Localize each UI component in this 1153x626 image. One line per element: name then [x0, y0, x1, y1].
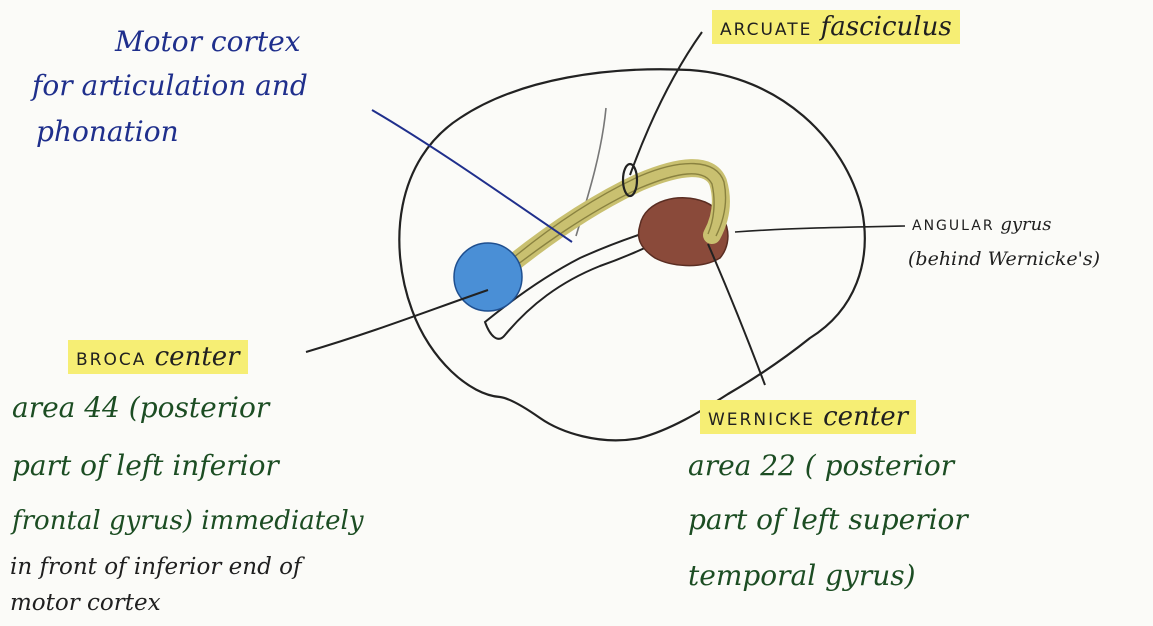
- motor-cortex-label-3: phonation: [36, 118, 179, 146]
- broca-desc-line-4: in front of inferior end of: [10, 554, 302, 580]
- motor-cortex-label: Motor cortex: [115, 28, 300, 56]
- wernicke-word-1: WERNICKE: [708, 410, 815, 430]
- broca-desc-5: motor cortex: [10, 592, 161, 615]
- wernicke-label: WERNICKE center: [700, 400, 916, 434]
- broca-desc-1: area 44 (posterior: [12, 394, 269, 422]
- arcuate-pointer: [630, 32, 702, 175]
- angular-label: ANGULAR gyrus: [912, 216, 1051, 234]
- broca-word-1: BROCA: [76, 350, 146, 370]
- arcuate-word-1: ARCUATE: [720, 20, 812, 40]
- broca-desc-3: frontal gyrus) immediately: [12, 508, 364, 534]
- angular-pointer: [735, 226, 905, 232]
- broca-desc-line-5: motor cortex: [10, 590, 161, 616]
- broca-desc-2: part of left inferior: [12, 452, 279, 480]
- wernicke-desc-line-1: area 22 ( posterior: [688, 449, 954, 482]
- wernicke-desc-1: area 22 ( posterior: [688, 452, 954, 480]
- motor-cortex-line-2: for articulation and: [32, 69, 308, 102]
- angular-line-2: (behind Wernicke's): [908, 248, 1100, 270]
- angular-label-2: (behind Wernicke's): [908, 250, 1100, 269]
- wernicke-desc-2: part of left superior: [688, 506, 968, 534]
- broca-word-2: center: [155, 342, 240, 372]
- motor-cortex-label-2: for articulation and: [32, 72, 308, 100]
- motor-cortex-pointer: [372, 110, 572, 242]
- broca-area: [454, 243, 522, 311]
- broca-desc-4: in front of inferior end of: [10, 556, 302, 579]
- arcuate-word-2: fasciculus: [821, 12, 952, 42]
- wernicke-desc-3: temporal gyrus): [688, 562, 916, 590]
- broca-desc-line-1: area 44 (posterior: [12, 391, 269, 424]
- wernicke-word-2: center: [823, 402, 908, 432]
- arcuate-label: ARCUATE fasciculus: [712, 10, 960, 44]
- broca-desc-line-3: frontal gyrus) immediately: [12, 506, 364, 536]
- wernicke-desc-line-2: part of left superior: [688, 503, 968, 536]
- broca-label: BROCA center: [68, 340, 248, 374]
- broca-pointer: [306, 290, 488, 352]
- wernicke-desc-line-3: temporal gyrus): [688, 559, 916, 592]
- motor-cortex-line-1: Motor cortex: [115, 25, 300, 58]
- angular-word-1: ANGULAR: [912, 218, 995, 234]
- motor-cortex-line-3: phonation: [36, 115, 179, 148]
- wernicke-pointer: [708, 244, 765, 385]
- broca-desc-line-2: part of left inferior: [12, 449, 279, 482]
- angular-word-2: gyrus: [1000, 214, 1051, 235]
